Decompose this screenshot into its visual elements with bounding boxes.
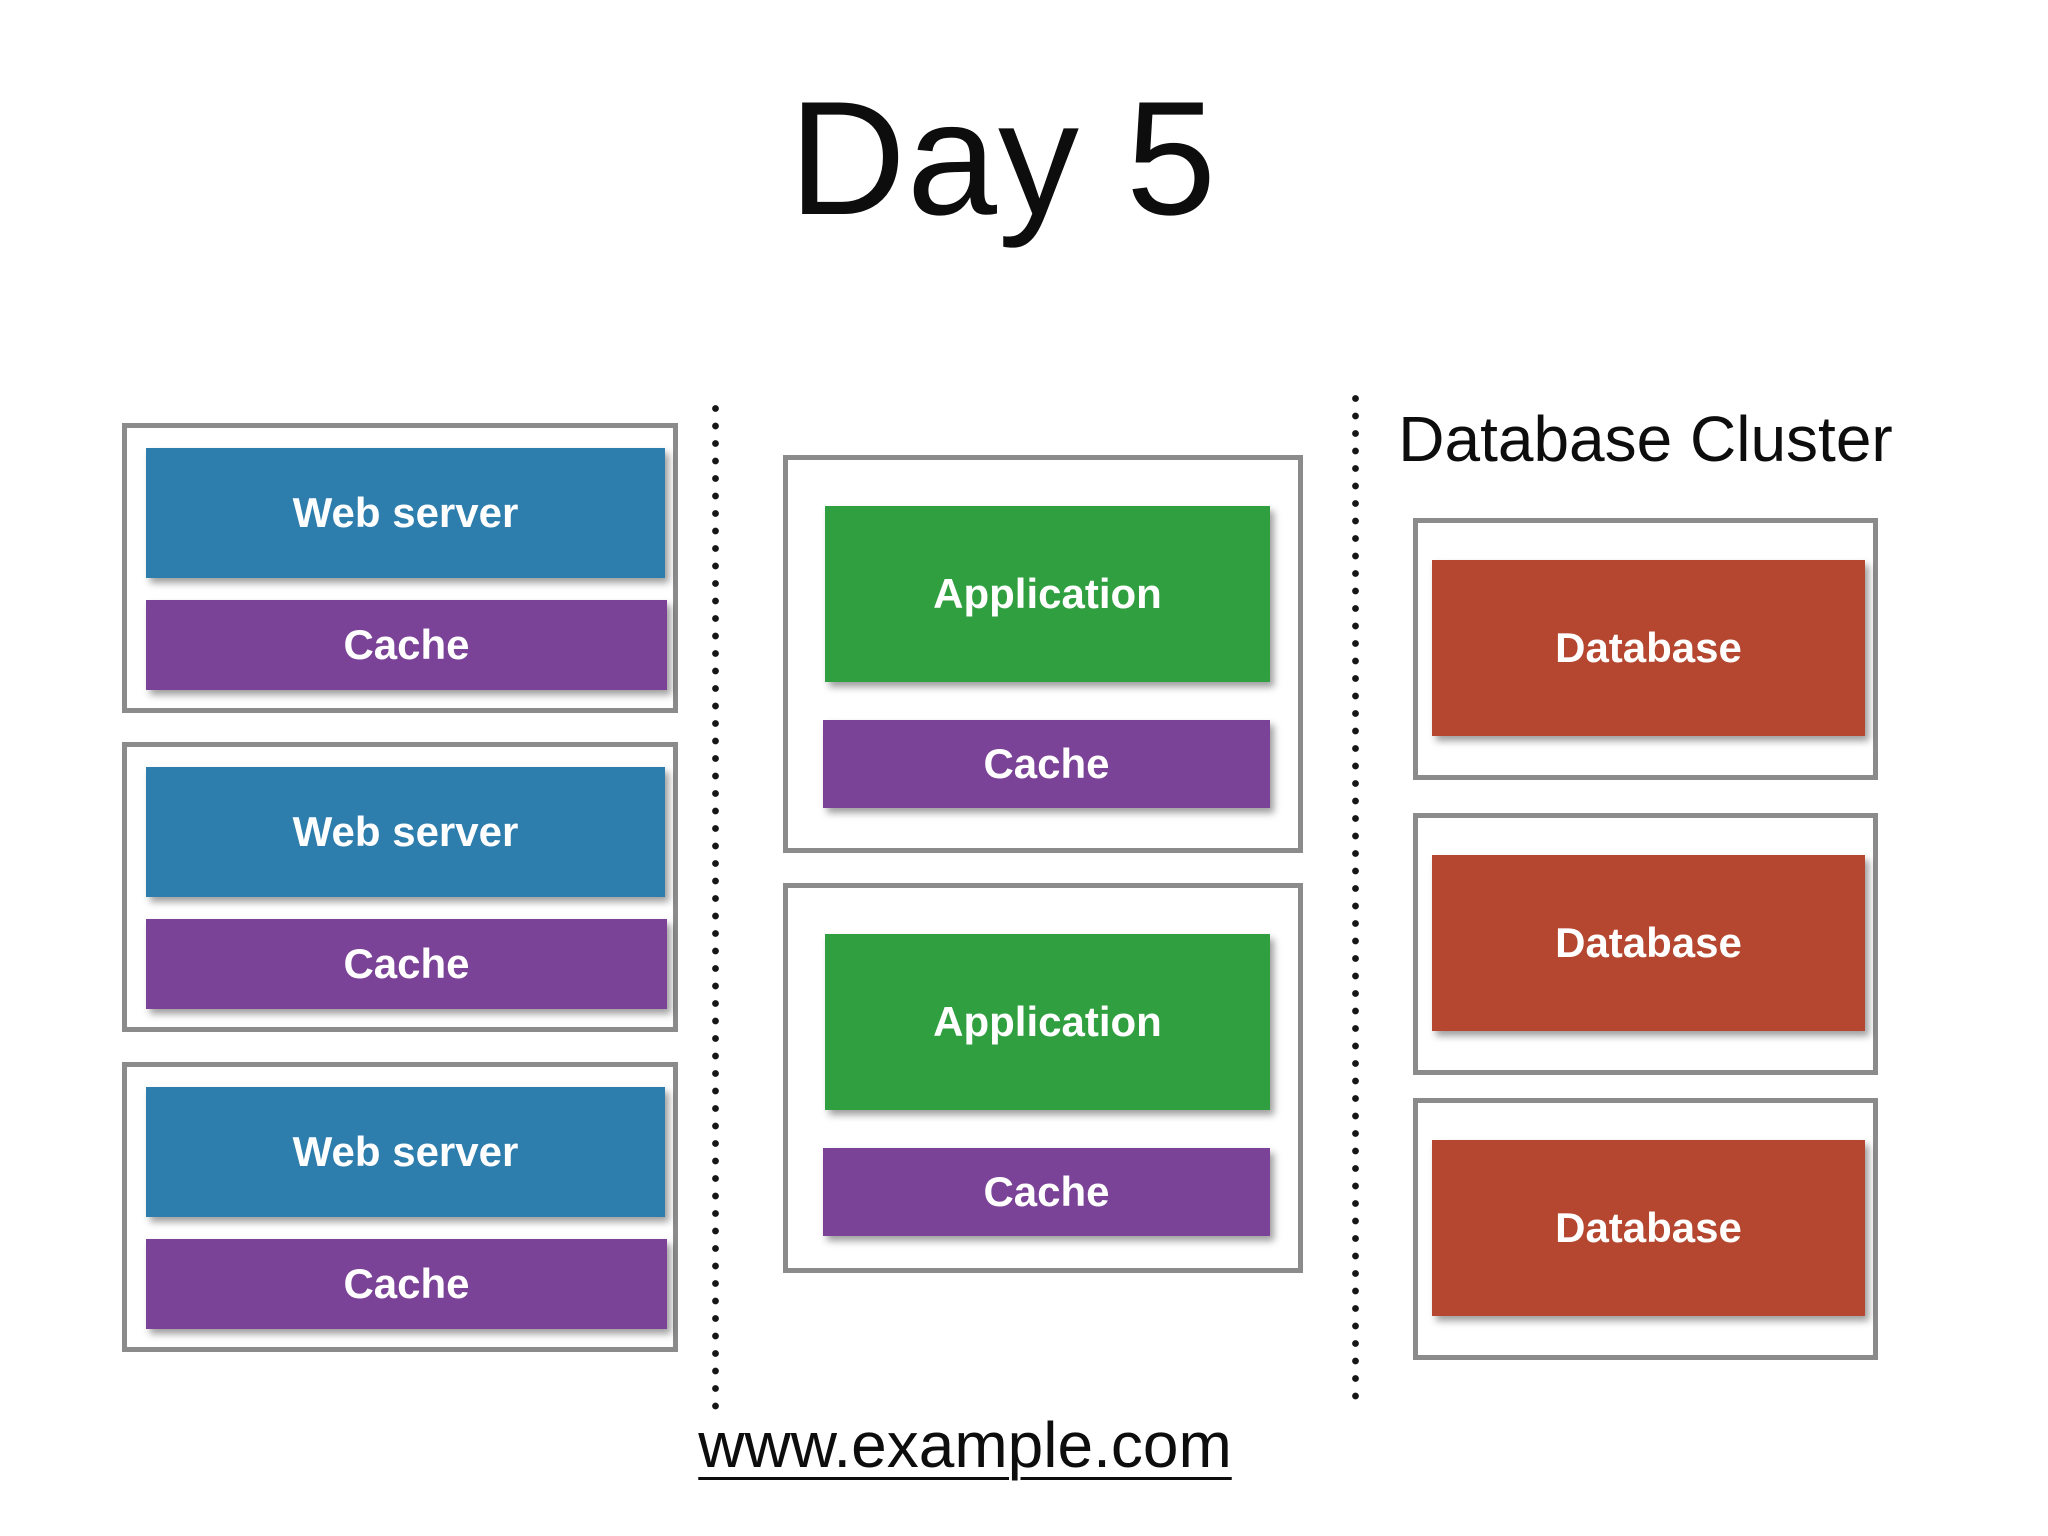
dotted-divider-left — [711, 400, 720, 1410]
footer-url-link[interactable]: www.example.com — [698, 1409, 1232, 1481]
database-group-1: Database — [1413, 518, 1878, 780]
database-box: Database — [1432, 855, 1865, 1031]
application-box: Application — [825, 934, 1270, 1110]
database-group-2: Database — [1413, 813, 1878, 1075]
database-box: Database — [1432, 1140, 1865, 1316]
application-group-2: Application Cache — [783, 883, 1303, 1273]
database-box: Database — [1432, 560, 1865, 736]
web-server-box: Web server — [146, 1087, 665, 1217]
web-server-group-1: Web server Cache — [122, 423, 678, 713]
database-cluster-title: Database Cluster — [1398, 403, 1893, 475]
web-server-group-2: Web server Cache — [122, 742, 678, 1032]
application-group-1: Application Cache — [783, 455, 1303, 853]
cache-box: Cache — [146, 919, 667, 1009]
web-server-box: Web server — [146, 767, 665, 897]
dotted-divider-right — [1351, 390, 1360, 1410]
cache-box: Cache — [823, 720, 1270, 808]
cache-box: Cache — [146, 1239, 667, 1329]
web-server-group-3: Web server Cache — [122, 1062, 678, 1352]
application-box: Application — [825, 506, 1270, 682]
database-group-3: Database — [1413, 1098, 1878, 1360]
page-title: Day 5 — [788, 68, 1218, 249]
web-server-box: Web server — [146, 448, 665, 578]
cache-box: Cache — [146, 600, 667, 690]
cache-box: Cache — [823, 1148, 1270, 1236]
